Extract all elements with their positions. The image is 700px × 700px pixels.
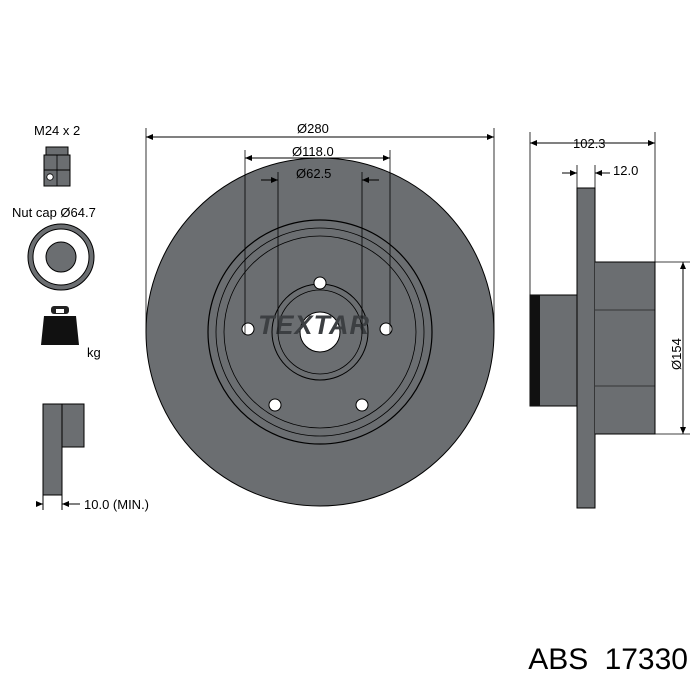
bolt-hole: [355, 398, 369, 412]
hub-width-label: 102.3: [573, 136, 606, 151]
dia-center-label: Ø62.5: [296, 166, 331, 181]
brand-logo: TEXTAR: [258, 310, 370, 340]
weight-unit: kg: [87, 345, 101, 360]
manufacturer-name: ABS: [528, 643, 589, 676]
dia-hub-label: Ø154: [669, 338, 684, 370]
bolt-hole: [313, 276, 327, 290]
bolt-hole: [268, 398, 282, 412]
part-number: 17330: [604, 643, 688, 676]
part-caption: ABS 17330: [528, 643, 688, 677]
nut-icon: [43, 146, 71, 187]
nut-thread-label: M24 x 2: [34, 123, 80, 138]
dia-outer-label: Ø280: [297, 121, 329, 136]
thickness-icon: [36, 403, 85, 510]
weight-value: 9.1: [49, 344, 67, 359]
bolt-hole: [379, 322, 393, 336]
nut-cap-label: Nut cap Ø64.7: [12, 205, 96, 220]
disc-front-view: [145, 157, 495, 507]
weight-icon: [41, 306, 79, 345]
disc-thickness-label: 12.0: [613, 163, 638, 178]
min-thickness-label: 10.0 (MIN.): [84, 497, 149, 512]
dia-pcd-label: Ø118.0: [292, 144, 334, 159]
bolt-hole: [241, 322, 255, 336]
disc-side-view: [529, 187, 656, 509]
nut-cap-icon: [27, 223, 95, 291]
